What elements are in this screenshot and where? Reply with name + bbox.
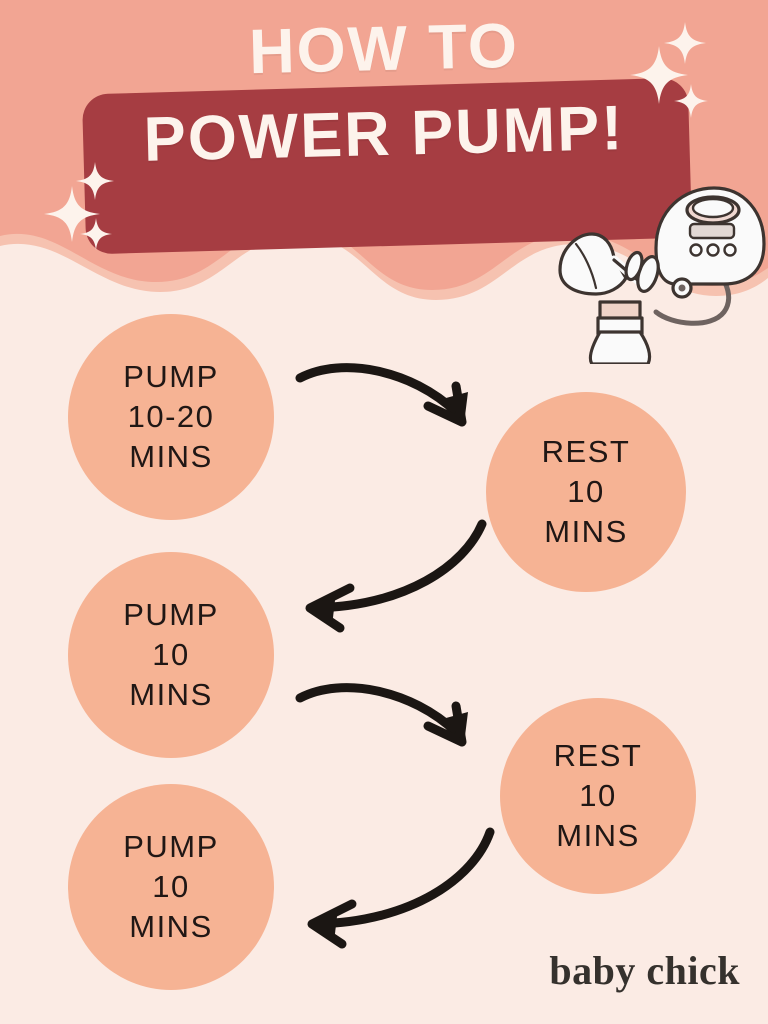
step-circle-rest-1[interactable]: REST 10 MINS [486, 392, 686, 592]
breast-pump-icon [548, 178, 768, 366]
sparkle-icon [44, 186, 100, 242]
step-label-line: PUMP [123, 358, 219, 394]
step-label-line: MINS [129, 909, 213, 945]
step-label-line: REST [553, 737, 643, 773]
step-label-line: 10-20 [127, 398, 215, 434]
curved-arrow-icon [295, 348, 496, 448]
step-circle-pump-2[interactable]: PUMP 10 MINS [68, 552, 274, 758]
step-label-line: 10 [152, 636, 190, 672]
step-label-line: MINS [129, 439, 213, 475]
sparkle-icon [664, 22, 706, 64]
step-label-line: 10 [567, 473, 605, 509]
curved-arrow-icon [296, 519, 496, 633]
brand-logo: baby chick [549, 948, 740, 993]
sparkle-icon [630, 46, 688, 104]
step-label-line: MINS [129, 677, 213, 713]
step-label-line: PUMP [123, 828, 219, 864]
step-circle-pump-3[interactable]: PUMP 10 MINS [68, 784, 274, 990]
step-label-line: PUMP [123, 596, 219, 632]
step-circle-pump-1[interactable]: PUMP 10-20 MINS [68, 314, 274, 520]
step-label-line: 10 [152, 868, 190, 904]
step-label-line: MINS [544, 514, 628, 550]
step-label-line: REST [541, 433, 631, 469]
sparkle-icon [80, 218, 112, 250]
curved-arrow-icon [295, 668, 496, 768]
sparkle-icon [674, 84, 708, 118]
step-label-line: MINS [556, 818, 640, 854]
step-label-line: 10 [579, 777, 617, 813]
sparkle-icon [76, 162, 114, 200]
step-circle-rest-2[interactable]: REST 10 MINS [500, 698, 696, 894]
curved-arrow-icon [296, 827, 506, 949]
